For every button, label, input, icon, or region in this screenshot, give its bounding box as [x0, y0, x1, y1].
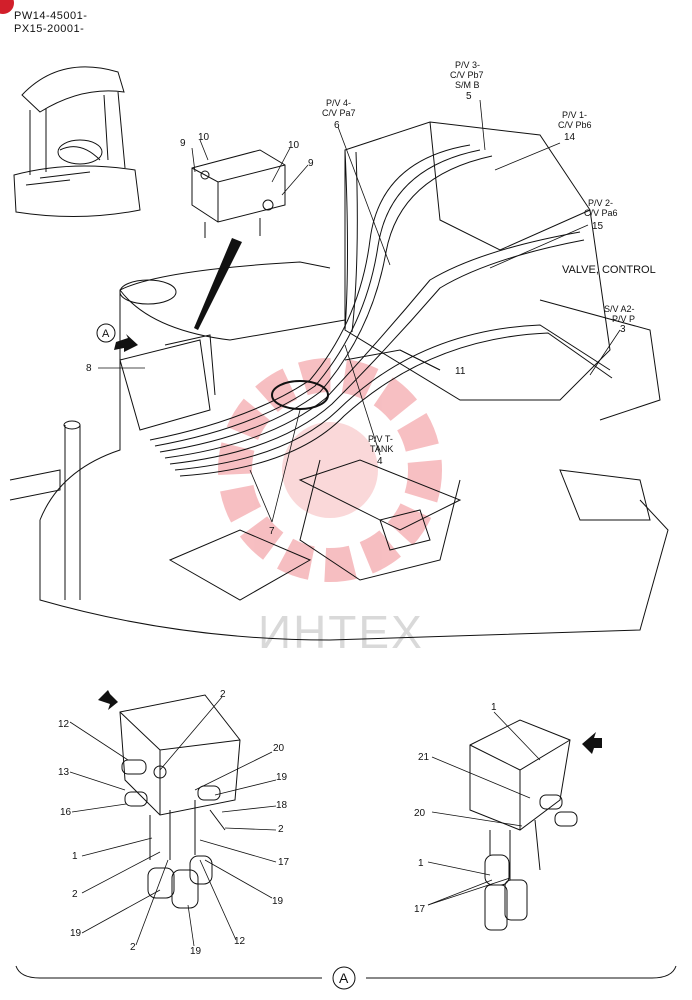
callout-left-2-right: 2 — [278, 824, 284, 835]
serial-range-1: PW14-45001- — [14, 10, 88, 22]
cabin-inset-drawing — [13, 66, 141, 218]
leader-lines-left — [69, 696, 277, 947]
callout-left-19-left: 19 — [70, 928, 82, 939]
callout-left-2-top: 2 — [220, 689, 226, 700]
callout-right-17: 17 — [414, 904, 426, 915]
callout-6-desc-2: C/V Pa7 — [322, 108, 356, 118]
callout-right-20: 20 — [414, 808, 426, 819]
callout-left-2-left: 2 — [72, 889, 78, 900]
leader-lines — [98, 99, 621, 523]
callout-5: 5 — [466, 91, 472, 102]
callout-8: 8 — [86, 363, 92, 374]
hose-clamp-ring — [271, 380, 329, 410]
solenoid-closeup-drawing — [191, 149, 286, 238]
callout-left-13: 13 — [58, 767, 70, 778]
callout-15: 15 — [592, 221, 604, 232]
callout-14-desc-2: C/V Pb6 — [558, 120, 592, 130]
view-a-left-assembly-drawing — [119, 694, 241, 909]
callout-right-21: 21 — [418, 752, 430, 763]
hydraulic-hose-bundle — [149, 144, 613, 477]
callout-15-desc-1: P/V 2- — [588, 198, 613, 208]
callout-4: 4 — [377, 456, 383, 467]
callout-9-right: 9 — [308, 158, 314, 169]
callout-3: 3 — [620, 324, 626, 335]
callout-3-desc-1: S/V A2- — [604, 304, 635, 314]
callout-10-right: 10 — [288, 140, 300, 151]
callout-left-12-top: 12 — [58, 719, 70, 730]
callout-left-19-r1: 19 — [276, 772, 288, 783]
callout-left-19-r2: 19 — [272, 896, 284, 907]
leader-lines-right — [427, 711, 541, 906]
callout-3-desc-2: P/V P — [612, 314, 635, 324]
callout-right-1: 1 — [418, 858, 424, 869]
callout-6: 6 — [334, 120, 340, 131]
callout-7: 7 — [269, 526, 275, 537]
callout-left-16: 16 — [60, 807, 72, 818]
model-serial-header: PW14-45001- PX15-20001- — [14, 10, 87, 36]
callout-left-17: 17 — [278, 857, 290, 868]
watermark-text: ИНТЕХ — [258, 606, 424, 658]
callout-15-desc-2: C/V Pa6 — [584, 208, 618, 218]
callout-5-desc-3: S/M B — [455, 80, 480, 90]
callout-right-1-top: 1 — [491, 702, 497, 713]
callout-4-desc-2: TANK — [370, 444, 393, 454]
serial-range-2: PX15-20001- — [14, 23, 85, 35]
callout-11: 11 — [455, 366, 466, 377]
view-a-letter: A — [102, 328, 110, 340]
callout-14: 14 — [564, 132, 576, 143]
callout-6-desc-1: P/V 4- — [326, 98, 351, 108]
callout-left-2-bottom: 2 — [130, 942, 136, 953]
view-a-circle — [96, 323, 116, 343]
callout-14-desc-1: P/V 1- — [562, 110, 587, 120]
callout-5-desc-2: C/V Pb7 — [450, 70, 484, 80]
direction-arrow-right — [582, 732, 602, 754]
closeup-pointer — [194, 238, 242, 330]
section-a-circle — [332, 966, 356, 990]
view-a-right-assembly-drawing — [469, 719, 578, 931]
callout-left-12-bottom: 12 — [234, 936, 246, 947]
section-a-label: A — [339, 970, 349, 986]
callout-left-19-bottom: 19 — [190, 946, 202, 957]
section-bracket — [15, 965, 677, 979]
callout-left-20: 20 — [273, 743, 285, 754]
callout-9-left: 9 — [180, 138, 186, 149]
valve-control-label: VALVE, CONTROL — [562, 264, 656, 276]
view-a-arrow — [114, 334, 138, 352]
callout-left-1: 1 — [72, 851, 78, 862]
callout-left-18: 18 — [276, 800, 288, 811]
direction-arrow-left — [98, 690, 118, 710]
callout-10-left: 10 — [198, 132, 210, 143]
callout-4-desc-1: P/V T- — [368, 434, 393, 444]
corner-badge — [0, 0, 14, 14]
callout-5-desc-1: P/V 3- — [455, 60, 480, 70]
